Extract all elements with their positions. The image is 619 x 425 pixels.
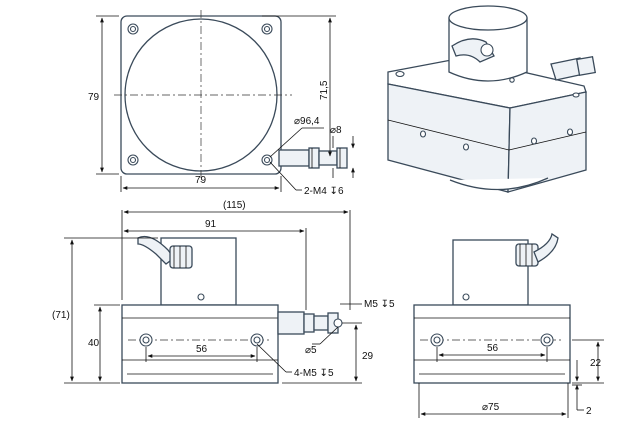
top-thread-callout: 2-M4 ↧6 (304, 186, 344, 197)
top-diameter-dimension: ⌀96,4 (294, 116, 320, 127)
front-thread-callout: M5 ↧5 (364, 299, 395, 310)
iso-base-right (507, 91, 587, 193)
side-hole-spacing-dimension: 56 (487, 343, 499, 354)
front-view: (115) 91 (71) 40 56 M5 ↧5 ⌀5 29 4-M5 ↧5 (52, 200, 395, 384)
top-height-dimension: 79 (88, 92, 100, 103)
front-cable-outlet (277, 311, 343, 335)
iso-cable (451, 38, 495, 63)
top-view-mount-holes (127, 23, 273, 166)
top-view: 79 79 71,5 ⌀96,4 ⌀8 2-M4 ↧6 (88, 10, 355, 197)
front-cable (137, 235, 193, 269)
top-view-cable-outlet (278, 147, 348, 169)
front-pin-diameter: ⌀5 (305, 345, 317, 356)
side-view: 56 ⌀75 22 2 (413, 232, 604, 418)
side-base-diameter: ⌀75 (482, 402, 500, 413)
iso-cable-outlet (550, 55, 597, 81)
top-width-dimension: 79 (195, 175, 207, 186)
front-hole-spacing-dimension: 56 (196, 344, 208, 355)
front-body-height-dimension: 40 (88, 338, 100, 349)
front-overall-dimension: (115) (223, 200, 246, 211)
side-cable (515, 232, 559, 267)
front-height-29-dimension: 29 (362, 351, 374, 362)
front-length-dimension: 91 (205, 219, 217, 230)
top-offset-dimension: 71,5 (319, 80, 330, 100)
side-height-22-dimension: 22 (590, 358, 602, 369)
front-holes-callout: 4-M5 ↧5 (294, 368, 334, 379)
top-shaft-diameter: ⌀8 (330, 125, 342, 136)
side-offset-2-dimension: 2 (586, 406, 592, 417)
front-total-height-dimension: (71) (52, 310, 70, 321)
isometric-view (387, 5, 597, 193)
